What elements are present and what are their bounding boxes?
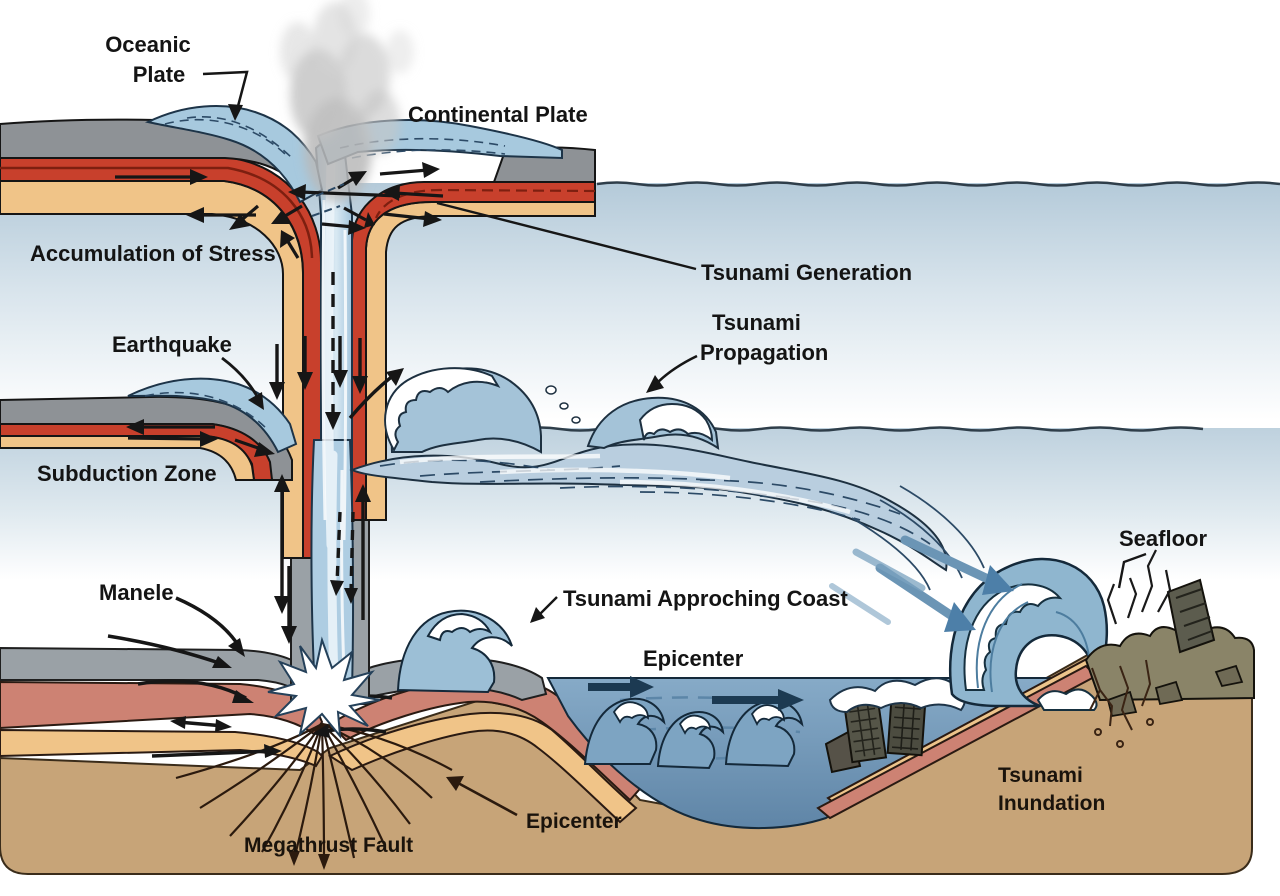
waterfall-highlight (324, 155, 339, 685)
sea-surface-top (596, 181, 1280, 187)
tsunami-generation-pointer (436, 201, 697, 271)
building-foam (828, 677, 966, 714)
flow-body (349, 443, 948, 572)
splash-droplet (545, 385, 557, 395)
building-1-windows (849, 705, 881, 757)
crack-dot (1094, 728, 1102, 736)
splash-droplet (559, 402, 569, 410)
label-oceanic-plate-1: Oceanic (105, 32, 191, 57)
impact-arrow-1 (900, 535, 995, 585)
label-subduction-zone: Subduction Zone (37, 461, 217, 486)
middle-plate-arrows (126, 419, 275, 457)
bay-current-arrows (588, 676, 804, 711)
label-earthquake: Earthquake (112, 332, 232, 357)
label-seafloor: Seafloor (1119, 526, 1207, 551)
oceanic-red-inner-line (0, 166, 314, 259)
label-continental-plate: Continental Plate (408, 102, 588, 127)
oceanic-plate-pointer-head (228, 104, 243, 121)
impact-arrows (829, 535, 1014, 632)
label-tsunami-inundation-1: Tsunami (998, 764, 1083, 787)
crack-dot (1116, 740, 1124, 748)
debris-splinters (1106, 549, 1172, 625)
bay-wavelet-3-foam (750, 704, 785, 727)
near-fault-wave (396, 609, 513, 694)
label-tsunami-approaching-coast: Tsunami Approching Coast (563, 586, 848, 611)
crest2-foam (638, 402, 714, 443)
bay-arrow-1-head (630, 676, 654, 698)
approaching-coast-pointer (539, 596, 558, 615)
impact-arrow-1-head (982, 565, 1014, 595)
rock (1154, 680, 1184, 706)
earthquake-motion-arrows (269, 272, 404, 644)
propagation-flow (349, 367, 985, 591)
coastal-waves (396, 535, 1255, 774)
oceanic-plate-pointer (202, 70, 249, 111)
middle-sediment-streak (144, 391, 267, 429)
flow-highlights (399, 453, 851, 515)
seafloor-pointer (1117, 552, 1147, 589)
fault-splash (267, 636, 381, 740)
stress-arrows (115, 162, 444, 259)
splash-droplet (571, 416, 581, 424)
earthquake-pointer-head (248, 392, 264, 410)
bay-arrow-2-head (778, 689, 804, 711)
impact-arrow-tail-2 (829, 583, 891, 625)
near-fault-wave-foam (426, 612, 493, 642)
bay-wavelet-2-foam (678, 714, 711, 735)
tsunami-propagation-pointer-head (646, 375, 664, 393)
label-tsunami-inundation-2: Inundation (998, 792, 1105, 815)
label-epicenter-fault: Epicenter (526, 810, 622, 833)
label-tsunami-propagation-2: Propagation (700, 340, 828, 365)
label-epicenter-offshore: Epicenter (643, 646, 744, 671)
impact-arrow-tail-1 (852, 548, 926, 592)
label-accumulation-of-stress: Accumulation of Stress (30, 241, 276, 266)
label-tsunami-generation: Tsunami Generation (701, 260, 912, 285)
bottom-geology (0, 646, 1253, 875)
label-manele: Manele (99, 580, 174, 605)
submerged-buildings (824, 677, 1005, 774)
crest1-foam (384, 367, 501, 453)
impact-arrow-2 (875, 563, 957, 621)
epicenter-fault-pointer (457, 781, 518, 817)
tan-layer-right-bottom (327, 711, 638, 824)
curl-wave (948, 557, 1109, 711)
annotations: Oceanic Plate Continental Plate Accumula… (30, 32, 1207, 857)
label-megathrust-fault: Megathrust Fault (244, 834, 413, 857)
sediment-streaks-left (164, 116, 295, 161)
label-tsunami-propagation-1: Tsunami (712, 310, 801, 335)
shore-debris (1084, 549, 1255, 748)
sand-cracks (1089, 659, 1152, 731)
earthquake-pointer (221, 356, 260, 399)
middle-tan-layer (0, 435, 256, 481)
approaching-coast-pointer-head (530, 607, 545, 623)
rock (1214, 664, 1244, 688)
crash-foam (1036, 688, 1098, 711)
epicenter-fault-pointer-head (446, 776, 464, 791)
ruined-building-windows (1175, 588, 1213, 641)
crack-dot (1146, 718, 1154, 726)
label-oceanic-plate-2: Plate (133, 62, 186, 87)
bay-wavelet-1-foam (612, 701, 649, 724)
impact-arrow-2-head (944, 602, 976, 632)
curl-wave-foam (963, 583, 1063, 691)
